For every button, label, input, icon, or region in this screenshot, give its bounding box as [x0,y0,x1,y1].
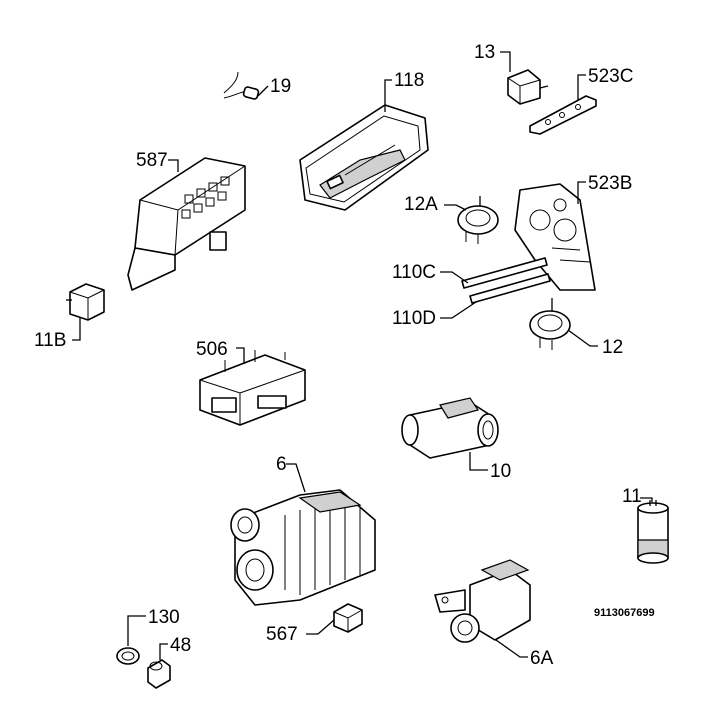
part-523b [514,183,596,291]
part-13 [507,69,549,105]
label-12: 12 [602,337,623,358]
label-12a: 12A [404,194,438,215]
label-6: 6 [276,454,287,475]
label-110c: 110C [392,262,436,283]
label-523b: 523B [588,173,632,194]
part-11b [66,283,105,321]
label-19: 19 [270,76,291,97]
part-48 [147,659,171,689]
part-6a [434,559,531,643]
label-11b: 11B [34,330,66,351]
part-130 [116,647,140,665]
label-118: 118 [394,70,424,91]
part-12a [457,196,499,244]
label-10: 10 [490,461,511,482]
label-130: 130 [148,607,180,628]
label-6a: 6A [530,648,554,669]
part-567 [333,603,363,633]
part-506 [199,350,306,426]
part-6 [230,489,376,606]
label-11: 11 [622,486,642,507]
part-587 [127,157,246,291]
part-11 [637,500,669,564]
label-523c: 523C [588,66,633,87]
part-10 [401,397,499,459]
label-48: 48 [170,635,191,656]
part-19 [223,71,260,100]
label-110d: 110D [392,308,436,329]
label-506: 506 [196,339,228,360]
label-13: 13 [474,42,495,63]
part-110c-110d [461,257,551,304]
label-587: 587 [136,150,168,171]
part-12 [529,298,571,350]
label-567: 567 [266,624,298,645]
drawing-number: 9113067699 [594,607,655,619]
part-523c [529,95,597,135]
